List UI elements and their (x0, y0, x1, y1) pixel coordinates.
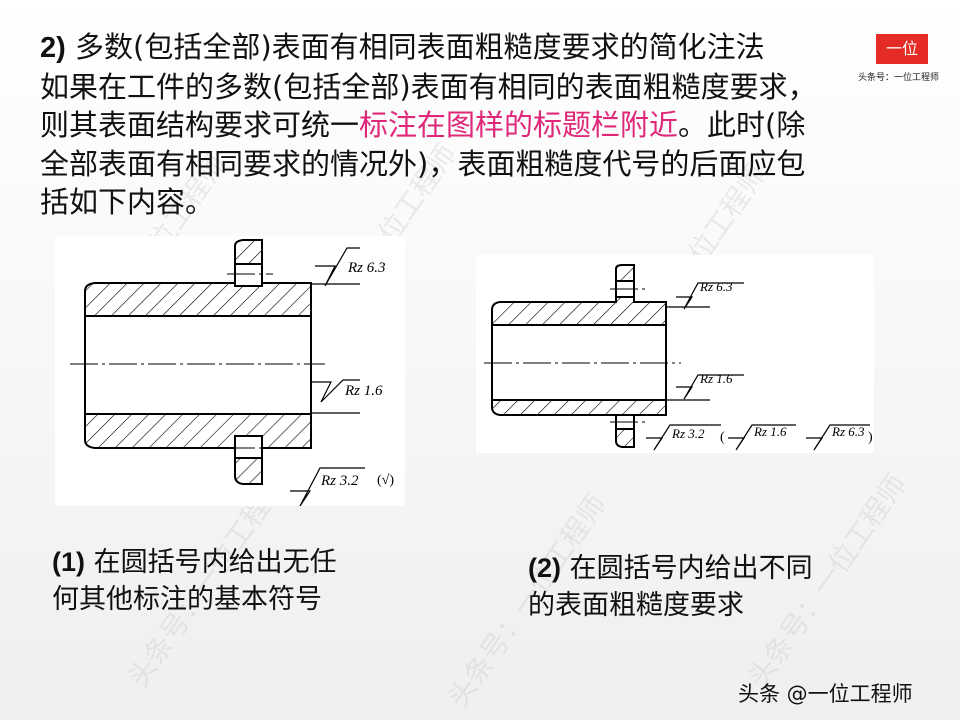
roughness-label: Rz 6.3 (347, 260, 386, 276)
heading-number: 2) (40, 32, 66, 64)
caption-2: (2) 在圆括号内给出不同 的表面粗糙度要求 (528, 550, 813, 624)
logo: 一位 (876, 34, 928, 64)
caption-text: 在圆括号内给出无任 (93, 547, 337, 578)
logo-caption: 头条号：一位工程师 (858, 73, 940, 83)
roughness-label: Rz 1.6 (753, 424, 787, 439)
body-line: 括如下内容。 (40, 185, 215, 219)
bushing-drawing-2: Rz 6.3 Rz 1.6 Rz 3.2 ( Rz 1.6 Rz 6.3 ) (484, 264, 873, 451)
basic-symbol-paren: (√) (377, 473, 394, 488)
figure-1: Rz 6.3 Rz 1.6 Rz 3.2 (√) (55, 236, 405, 507)
body-line: 。此时(除 (678, 108, 806, 142)
paren: ) (868, 430, 873, 445)
bushing-drawing-1: Rz 6.3 Rz 1.6 Rz 3.2 (√) (70, 239, 394, 507)
caption-text: 的表面粗糙度要求 (528, 590, 744, 621)
body-line: 如果在工件的多数(包括全部)表面有相同的表面粗糙度要求， (40, 69, 817, 104)
footer-credit: 头条 @一位工程师 (738, 682, 913, 706)
caption-text: 在圆括号内给出不同 (569, 553, 813, 584)
caption-number: (2) (528, 553, 561, 583)
roughness-label: Rz 6.3 (699, 279, 733, 294)
figure-2: Rz 6.3 Rz 1.6 Rz 3.2 ( Rz 1.6 Rz 6.3 ) (476, 255, 874, 453)
caption-text: 何其他标注的基本符号 (52, 584, 322, 615)
paren: ( (720, 430, 725, 445)
roughness-label: Rz 6.3 (831, 424, 865, 439)
body-line: 则其表面结构要求可统一 (40, 108, 360, 142)
caption-1: (1) 在圆括号内给出无任 何其他标注的基本符号 (52, 544, 337, 618)
caption-number: (1) (52, 547, 85, 577)
roughness-label: Rz 3.2 (320, 473, 359, 489)
highlighted-text: 标注在图样的标题栏附近 (359, 108, 679, 142)
roughness-label: Rz 1.6 (344, 383, 383, 399)
heading-text: 2) 多数(包括全部)表面有相同表面粗糙度要求的简化注法 如果在工件的多数(包括… (40, 28, 900, 222)
roughness-label: Rz 3.2 (671, 426, 705, 441)
body-line: 全部表面有相同要求的情况外)，表面粗糙度代号的后面应包 (40, 146, 806, 181)
heading-title: 多数(包括全部)表面有相同表面粗糙度要求的简化注法 (75, 30, 765, 64)
roughness-label: Rz 1.6 (699, 371, 733, 386)
